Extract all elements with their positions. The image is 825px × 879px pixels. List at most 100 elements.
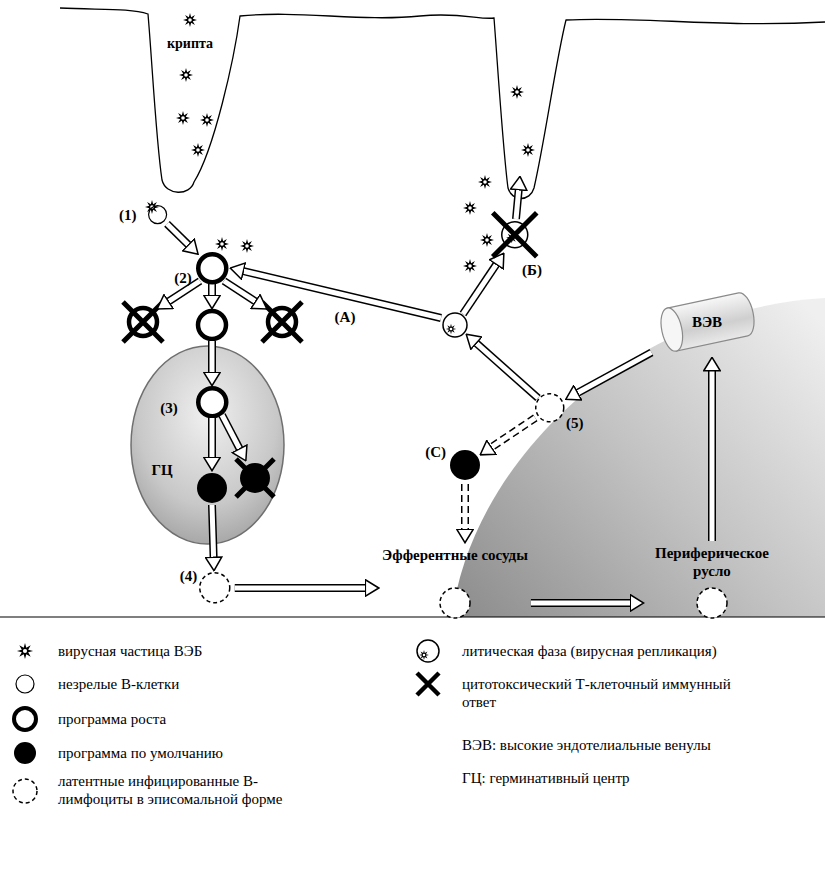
- flow-arrow: [235, 588, 365, 589]
- flow-arrow: [531, 603, 630, 604]
- legend-row: ВЭВ: высокие эндотелиальные венулы: [462, 736, 812, 754]
- node-label: (Б): [522, 261, 542, 279]
- baseline: [0, 616, 825, 617]
- arrow-body: [710, 371, 715, 541]
- flow-arrow: [463, 265, 496, 314]
- arrow-body: [578, 352, 652, 392]
- legend-row: ГЦ: герминативный центр: [462, 769, 812, 787]
- arrow-outline: [235, 584, 365, 592]
- legend-text: ВЭВ: высокие эндотелиальные венулы: [462, 736, 812, 754]
- hev-cylinder: ВЭВ: [655, 290, 760, 354]
- flow-arrow: [477, 343, 539, 398]
- killed-cell: [262, 302, 302, 342]
- flow-arrow: [212, 418, 213, 457]
- legend-text: латентные инфицированные В-лимфоциты в э…: [58, 772, 293, 808]
- legend-row: программа роста: [58, 710, 388, 728]
- node-label-holder: (2): [174, 269, 192, 287]
- arrow-outline: [461, 484, 469, 529]
- efferent-vessel-cell: Эфферентные сосуды: [382, 546, 528, 620]
- flow-arrow: [516, 190, 519, 219]
- node-label-holder: (3): [160, 399, 178, 417]
- legend-text: незрелые В-клетки: [58, 675, 388, 693]
- node-shape: [500, 220, 530, 250]
- node-label-holder: (C): [425, 443, 446, 461]
- node-label-holder: (Б): [522, 261, 542, 279]
- lymph-region: [452, 298, 825, 617]
- flow-arrow: [712, 371, 713, 541]
- node-label: ГЦ: [151, 461, 172, 479]
- arrow-body: [531, 601, 630, 606]
- node-shape: [449, 449, 481, 481]
- node-shape: [147, 204, 168, 225]
- default-program-cell: [197, 473, 227, 503]
- node-label: (5): [566, 414, 584, 432]
- dashed-flow-arrow: [465, 484, 466, 529]
- latent-b-cell: (5): [534, 392, 566, 424]
- arrow-body: [235, 586, 365, 591]
- node-label: Эфферентные сосуды: [382, 546, 528, 564]
- legend-text: литическая фаза (вирусная репликация): [462, 642, 812, 660]
- dashed-flow-arrow: [492, 418, 536, 447]
- legend-row: цитотоксический Т-клеточный иммунный отв…: [462, 675, 732, 711]
- node-label-holder: Периферическое русло: [647, 544, 777, 580]
- flow-arrow: [167, 224, 188, 245]
- node-shape: [534, 392, 566, 424]
- node-label: Периферическое русло: [647, 544, 777, 580]
- node-shape: [198, 571, 232, 605]
- legend-row: программа по умолчанию: [58, 744, 388, 762]
- peripheral-blood-cell: Периферическое русло: [647, 544, 777, 620]
- node-label-holder: (4): [180, 567, 198, 585]
- legend-text: программа роста: [58, 710, 388, 728]
- node-label-holder: ГЦ: [151, 461, 172, 479]
- legend-text: вирусная частица ВЭБ: [58, 642, 388, 660]
- node-label: ВЭВ: [692, 313, 722, 331]
- flow-arrow: [212, 284, 213, 295]
- node-label: (3): [160, 399, 178, 417]
- arrow-outline: [167, 224, 188, 245]
- legend-row: латентные инфицированные В-лимфоциты в э…: [58, 772, 293, 808]
- legend-text: цитотоксический Т-клеточный иммунный отв…: [462, 675, 732, 711]
- node-shape: [695, 586, 729, 620]
- legend-row: литическая фаза (вирусная репликация): [462, 642, 812, 660]
- arrow-outline: [578, 352, 652, 392]
- node-shape: [130, 345, 285, 545]
- arrow-body: [167, 224, 188, 245]
- node-label-holder: ВЭВ: [692, 313, 722, 331]
- legend-text: программа по умолчанию: [58, 744, 388, 762]
- flow-arrow: [222, 415, 240, 449]
- node-label-holder: Эфферентные сосуды: [382, 546, 528, 564]
- growth-program-cell: [198, 311, 226, 339]
- lytic-cell: [443, 313, 467, 337]
- region-label: крипта: [167, 35, 213, 53]
- germinal-center: (3) ГЦ: [130, 345, 285, 545]
- virus-particles: [145, 13, 535, 273]
- legend-row: незрелые В-клетки: [58, 675, 388, 693]
- node-label: (1): [119, 206, 137, 224]
- killed-lytic-cell: (Б): [500, 220, 530, 250]
- latent-b-cell: (4): [198, 571, 232, 605]
- label-holder: (A): [335, 308, 356, 326]
- default-program-cell: (C): [449, 449, 481, 481]
- arrow-body: [492, 418, 536, 447]
- flow-arrow: [224, 281, 255, 301]
- flow-arrow: [212, 341, 213, 372]
- node-shape: [438, 586, 472, 620]
- node-label: (2): [174, 269, 192, 287]
- killed-cell: [236, 459, 274, 497]
- epithelium-surface: [60, 8, 825, 199]
- pathway-label: (A): [335, 308, 356, 326]
- arrow-body: [463, 484, 468, 529]
- arrow-outline: [708, 371, 716, 541]
- flow-arrow: [212, 505, 214, 557]
- arrow-outline: [492, 418, 536, 447]
- node-label-holder: (1): [119, 206, 137, 224]
- immature-b-cell: (1): [147, 204, 168, 225]
- legend-text: ГЦ: герминативный центр: [462, 769, 812, 787]
- flow-arrow: [578, 352, 652, 392]
- legend-row: вирусная частица ВЭБ: [58, 642, 388, 660]
- killed-cell: [123, 302, 163, 342]
- node-shape: [195, 251, 230, 286]
- arrow-outline: [531, 599, 630, 607]
